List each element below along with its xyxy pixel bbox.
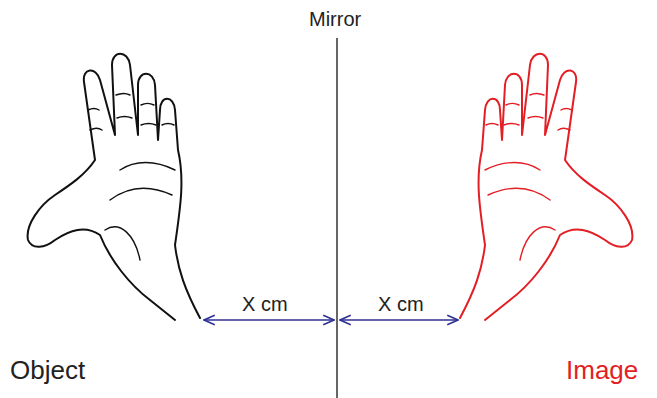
distance-label: X cm	[378, 293, 424, 316]
image-label: Image	[566, 356, 638, 386]
distance-label: X cm	[242, 293, 288, 316]
object-label: Object	[10, 356, 85, 386]
mirror-line	[336, 38, 338, 398]
image-hand	[460, 54, 632, 320]
distance-arrow	[204, 319, 334, 321]
object-hand	[28, 54, 200, 320]
distance-arrow	[340, 319, 458, 321]
mirror-label: Mirror	[309, 8, 361, 31]
